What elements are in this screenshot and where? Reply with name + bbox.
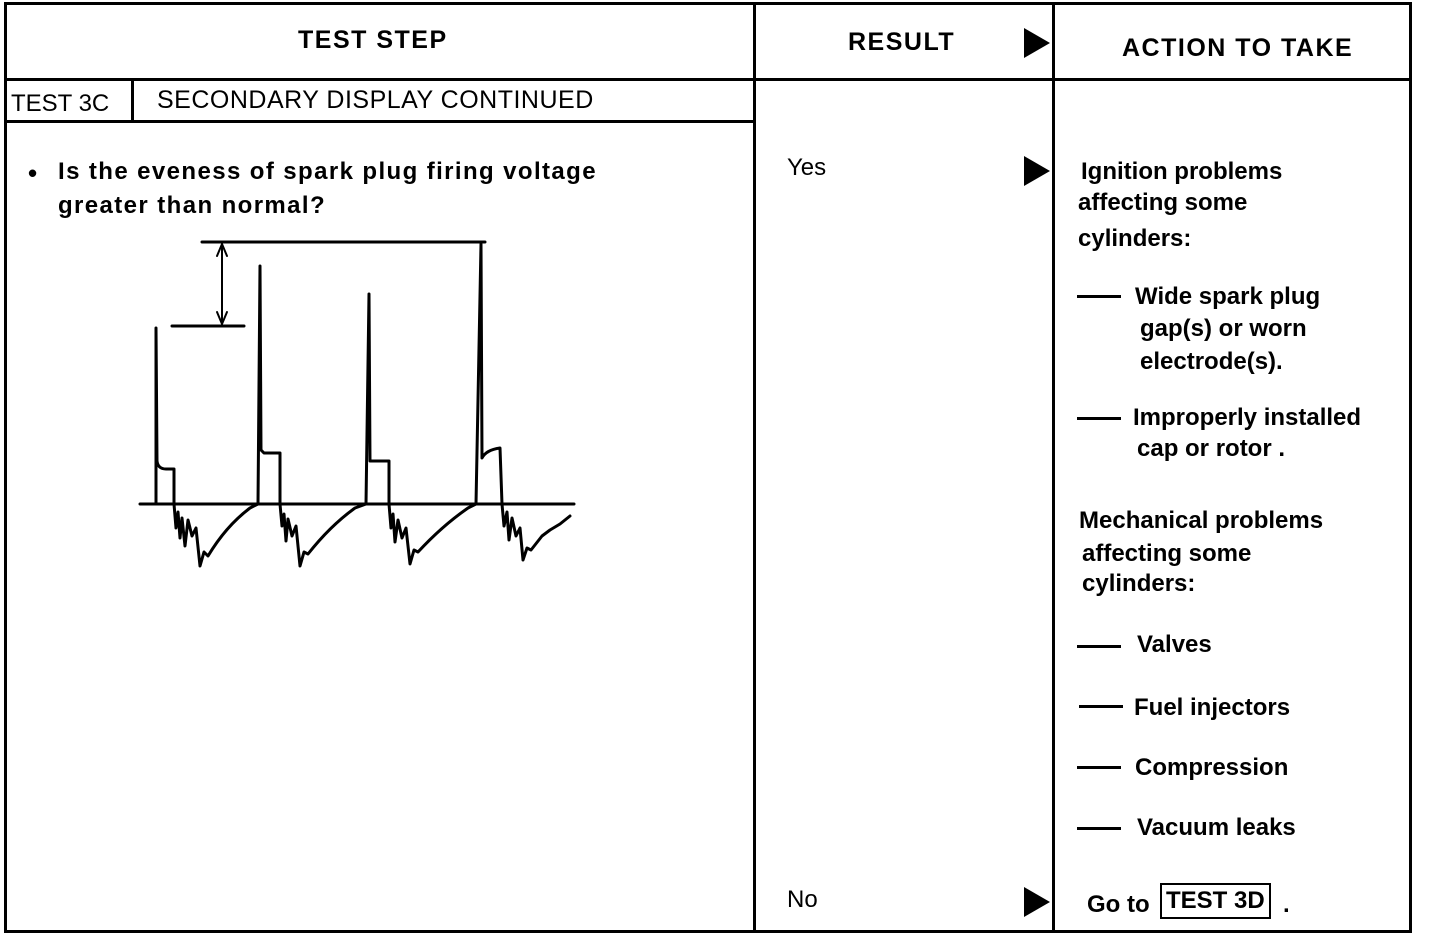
list-dash [1077, 827, 1121, 830]
list-dash [1077, 417, 1121, 420]
table-border-bottom [4, 930, 1412, 933]
result-arrow-icon [1024, 28, 1050, 58]
test-id: TEST 3C [11, 90, 110, 117]
mechanical-item-valves: Valves [1137, 631, 1212, 658]
mechanical-item-fuel-injectors: Fuel injectors [1134, 694, 1291, 721]
dimension-arrow-top [216, 243, 228, 257]
result-arrow-icon [1024, 156, 1050, 186]
mechanical-heading-line-1: Mechanical problems [1079, 507, 1324, 534]
goto-test-3d-link[interactable]: TEST 3D [1160, 883, 1271, 919]
firing-trace-3 [364, 292, 478, 566]
list-dash [1077, 766, 1121, 769]
result-yes: Yes [787, 154, 827, 181]
test-title-underline [4, 120, 756, 123]
question-line-2: greater than normal? [58, 192, 327, 219]
dimension-arrow-bottom [216, 311, 228, 325]
header-action-to-take: ACTION TO TAKE [1122, 34, 1354, 62]
goto-suffix: . [1283, 891, 1290, 918]
ignition-item-1-line-2: gap(s) or worn [1140, 315, 1307, 342]
mechanical-heading-line-2: affecting some [1082, 540, 1252, 567]
ignition-item-1-line-3: electrode(s). [1140, 348, 1283, 375]
table-border-left [4, 2, 7, 933]
ignition-item-2-line-2: cap or rotor . [1137, 435, 1286, 462]
ignition-heading-line-3: cylinders: [1078, 225, 1192, 252]
list-dash [1079, 705, 1123, 708]
ignition-item-2-line-1: Improperly installed [1133, 404, 1362, 431]
table-border-top [4, 2, 1412, 5]
column-divider-2 [1052, 2, 1055, 933]
result-arrow-icon [1024, 887, 1050, 917]
result-no: No [787, 886, 818, 913]
header-test-step: TEST STEP [298, 26, 448, 54]
header-divider [4, 78, 1412, 81]
column-divider-1 [753, 2, 756, 933]
secondary-waveform-diagram [138, 240, 576, 568]
ignition-heading-line-1: Ignition problems [1081, 158, 1283, 185]
header-result: RESULT [848, 28, 956, 56]
mechanical-item-vacuum-leaks: Vacuum leaks [1137, 814, 1296, 841]
ignition-heading-line-2: affecting some [1078, 189, 1248, 216]
ignition-item-1-line-1: Wide spark plug [1135, 283, 1321, 310]
bullet-icon: • [28, 158, 38, 188]
mechanical-heading-line-3: cylinders: [1082, 570, 1196, 597]
test-id-divider [131, 80, 134, 122]
list-dash [1077, 645, 1121, 648]
list-dash [1077, 295, 1121, 298]
table-border-right [1409, 2, 1412, 933]
test-title: SECONDARY DISPLAY CONTINUED [157, 86, 594, 114]
question-line-1: Is the eveness of spark plug firing volt… [58, 158, 597, 185]
firing-trace-2 [256, 264, 368, 568]
goto-prefix: Go to [1087, 891, 1150, 918]
mechanical-item-compression: Compression [1135, 754, 1289, 781]
firing-trace-4 [474, 242, 572, 562]
firing-trace-1 [154, 326, 260, 568]
